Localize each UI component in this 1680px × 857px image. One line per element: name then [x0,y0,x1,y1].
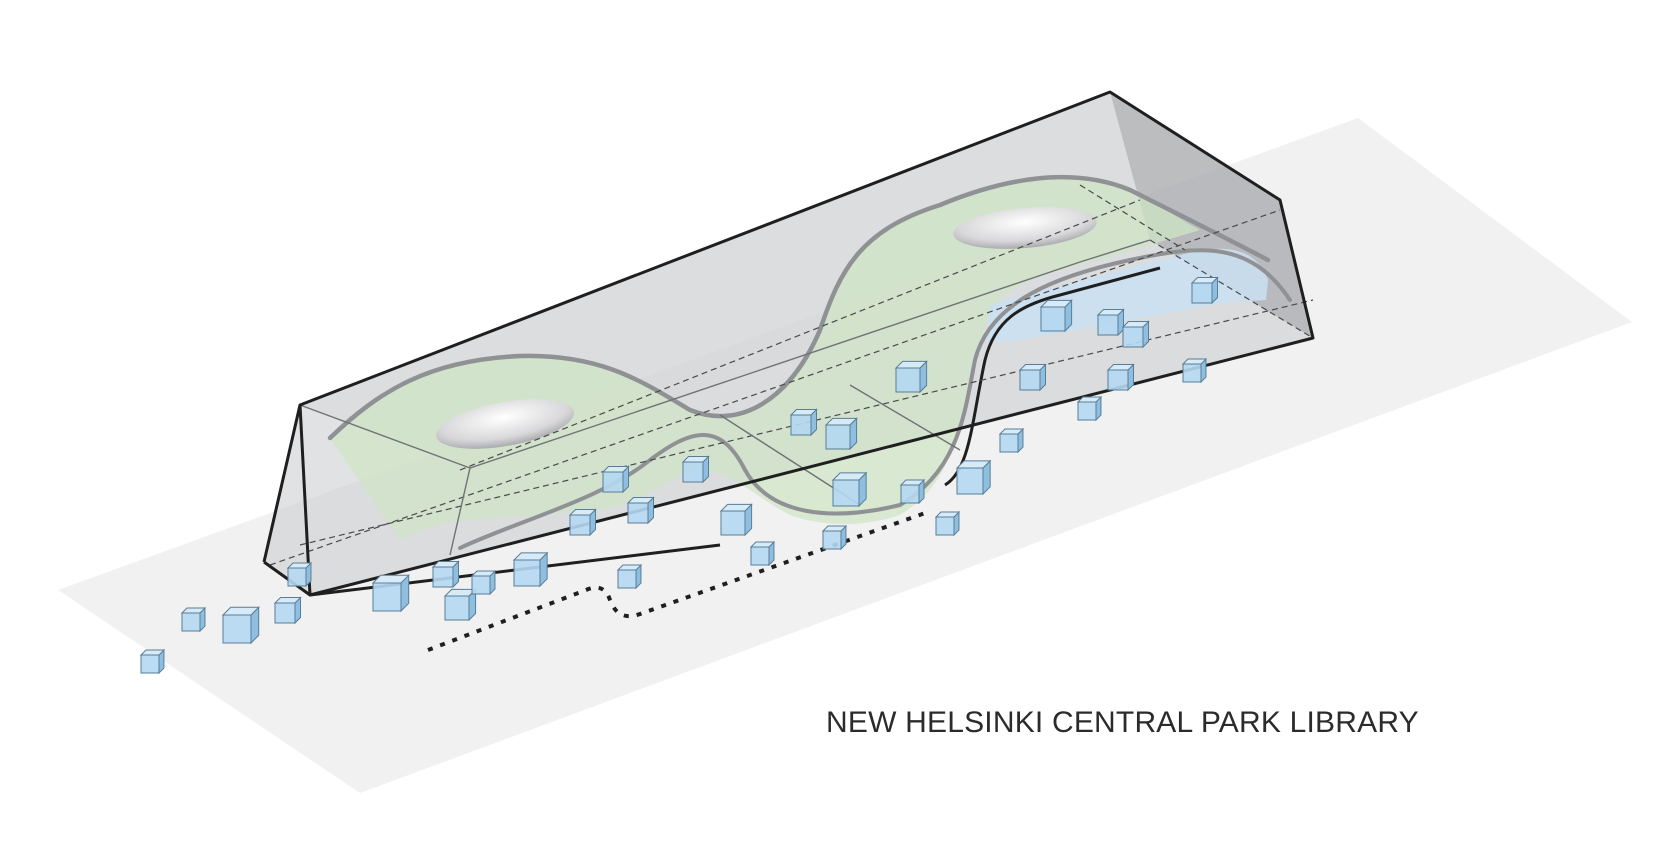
cube-icon [1183,359,1206,382]
cube-icon [373,575,409,611]
cube-icon [1020,365,1046,391]
cube-icon [141,650,164,673]
cube-icon [823,526,846,549]
cube-icon [1098,310,1124,336]
cube-icon [433,562,459,588]
cube-icon [628,498,654,524]
cube-icon [896,361,927,392]
cube-icon [936,512,959,535]
cube-icon [445,589,476,620]
diagram-title: NEW HELSINKI CENTRAL PARK LIBRARY [826,706,1419,740]
cube-icon [1192,278,1218,304]
cube-icon [1108,365,1134,391]
cube-icon [1078,397,1101,420]
cube-icon [791,410,817,436]
cube-icon [683,457,709,483]
cube-icon [182,608,205,631]
cube-icon [1123,322,1149,348]
cube-icon [223,607,259,643]
cube-icon [901,480,924,503]
cube-icon [957,461,990,494]
cube-icon [833,473,866,506]
cube-icon [603,467,629,493]
cube-icon [288,563,311,586]
cube-icon [472,571,495,594]
cube-icon [721,504,752,535]
cube-icon [1000,429,1023,452]
cube-icon [618,565,641,588]
cube-icon [826,418,857,449]
cube-icon [751,542,774,565]
cube-icon [1041,300,1072,331]
cube-icon [570,510,596,536]
cube-icon [514,553,547,586]
cube-icon [275,598,301,624]
